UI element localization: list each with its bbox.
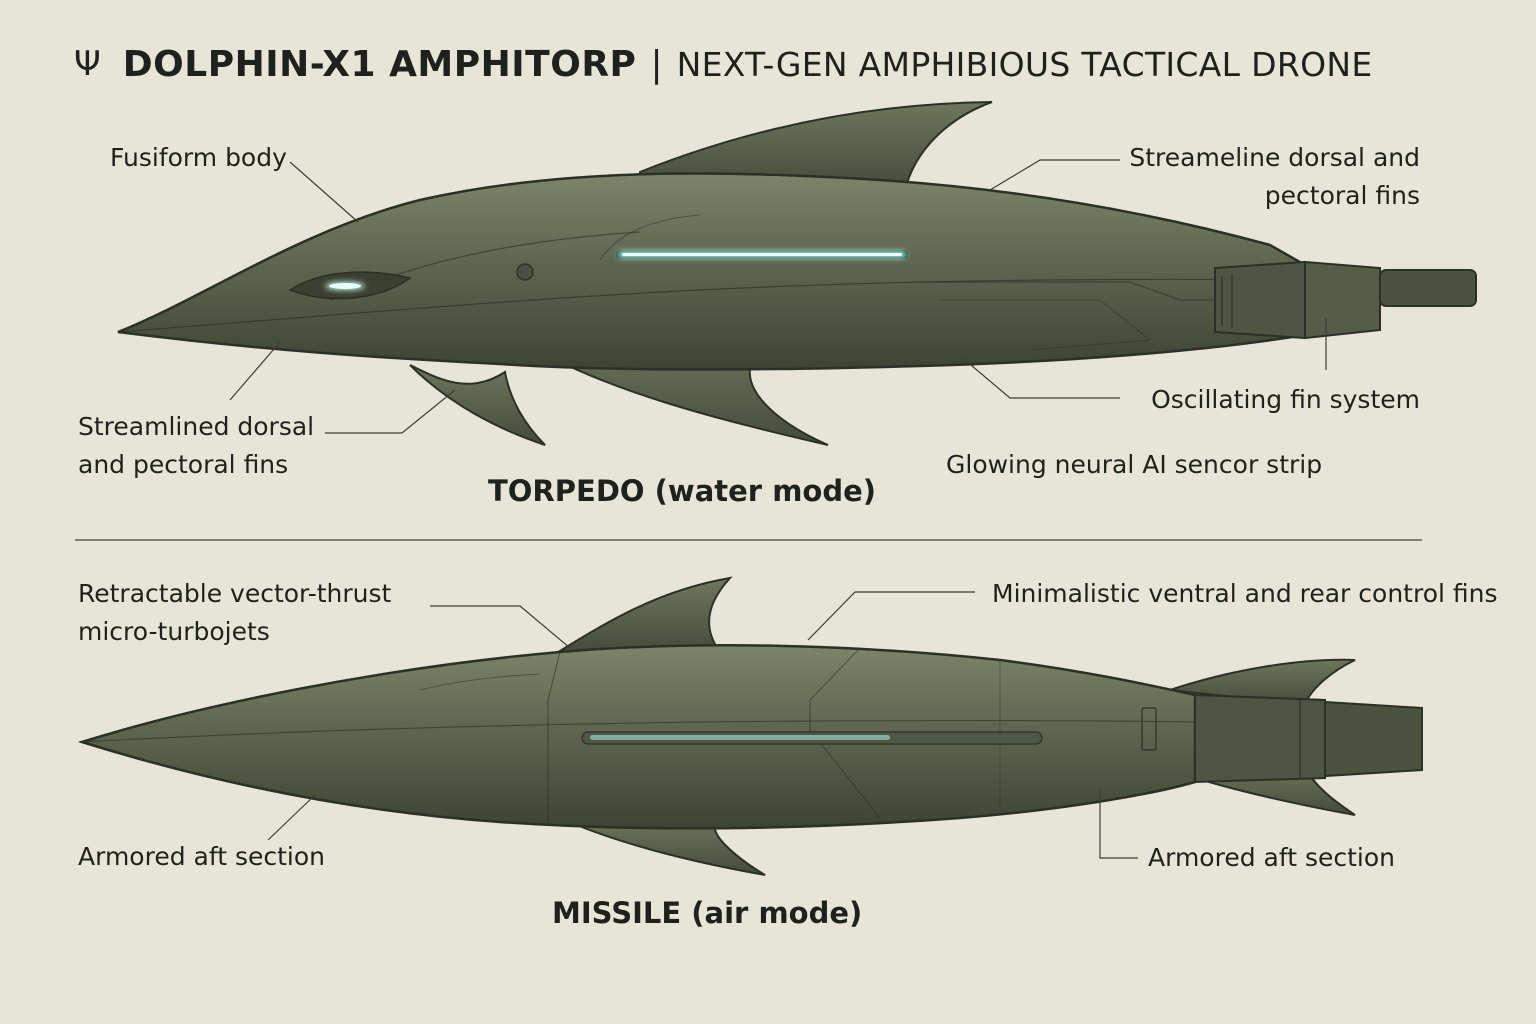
label-dorsal-pectoral-right-2: pectoral fins	[1264, 181, 1420, 210]
label-aft-section-right: Armored aft section	[1148, 843, 1395, 872]
torpedo-dorsal-fin	[639, 101, 993, 192]
label-fusiform-body: Fusiform body	[110, 143, 287, 172]
torpedo-hull	[117, 172, 1307, 371]
missile-sensor-strip	[581, 731, 1043, 745]
torpedo-sensor-strip	[616, 250, 908, 259]
label-dorsal-pectoral-left-2: and pectoral fins	[78, 450, 289, 479]
missile-rear-fin-top	[1169, 658, 1356, 707]
torpedo-leader-lines	[229, 159, 1327, 434]
label-aft-section-left: Armored aft section	[78, 842, 325, 871]
missile-drone	[77, 576, 1423, 876]
label-turbojets-1: Retractable vector-thrust	[78, 579, 392, 608]
title-separator: |	[650, 43, 663, 85]
label-dorsal-pectoral-right-1: Streameline dorsal and	[1129, 143, 1420, 172]
torpedo-port	[516, 263, 534, 281]
page-title: DOLPHIN-X1 AMPHITORP	[122, 43, 637, 85]
trident-icon: Ψ	[74, 44, 101, 84]
label-sensor-strip: Glowing neural AI sencor strip	[946, 450, 1323, 479]
missile-nozzle	[1141, 693, 1423, 784]
label-control-fins: Minimalistic ventral and rear control fi…	[992, 579, 1498, 608]
missile-leader-lines	[267, 591, 1138, 859]
title-row: Ψ DOLPHIN-X1 AMPHITORP | NEXT-GEN AMPHIB…	[74, 36, 1372, 92]
torpedo-pectoral-fin-front	[409, 364, 546, 446]
label-dorsal-pectoral-left-1: Streamlined dorsal	[78, 412, 315, 441]
missile-mode-label: MISSILE (air mode)	[552, 896, 863, 930]
torpedo-drone	[117, 101, 1477, 446]
label-turbojets-2: micro-turbojets	[78, 617, 270, 646]
missile-dorsal-fin	[551, 576, 733, 656]
torpedo-mode-label: TORPEDO (water mode)	[488, 474, 877, 508]
page-subtitle: NEXT-GEN AMPHIBIOUS TACTICAL DRONE	[676, 44, 1373, 84]
label-oscillating-fin-system: Oscillating fin system	[1151, 385, 1420, 414]
torpedo-thruster	[1214, 260, 1477, 340]
